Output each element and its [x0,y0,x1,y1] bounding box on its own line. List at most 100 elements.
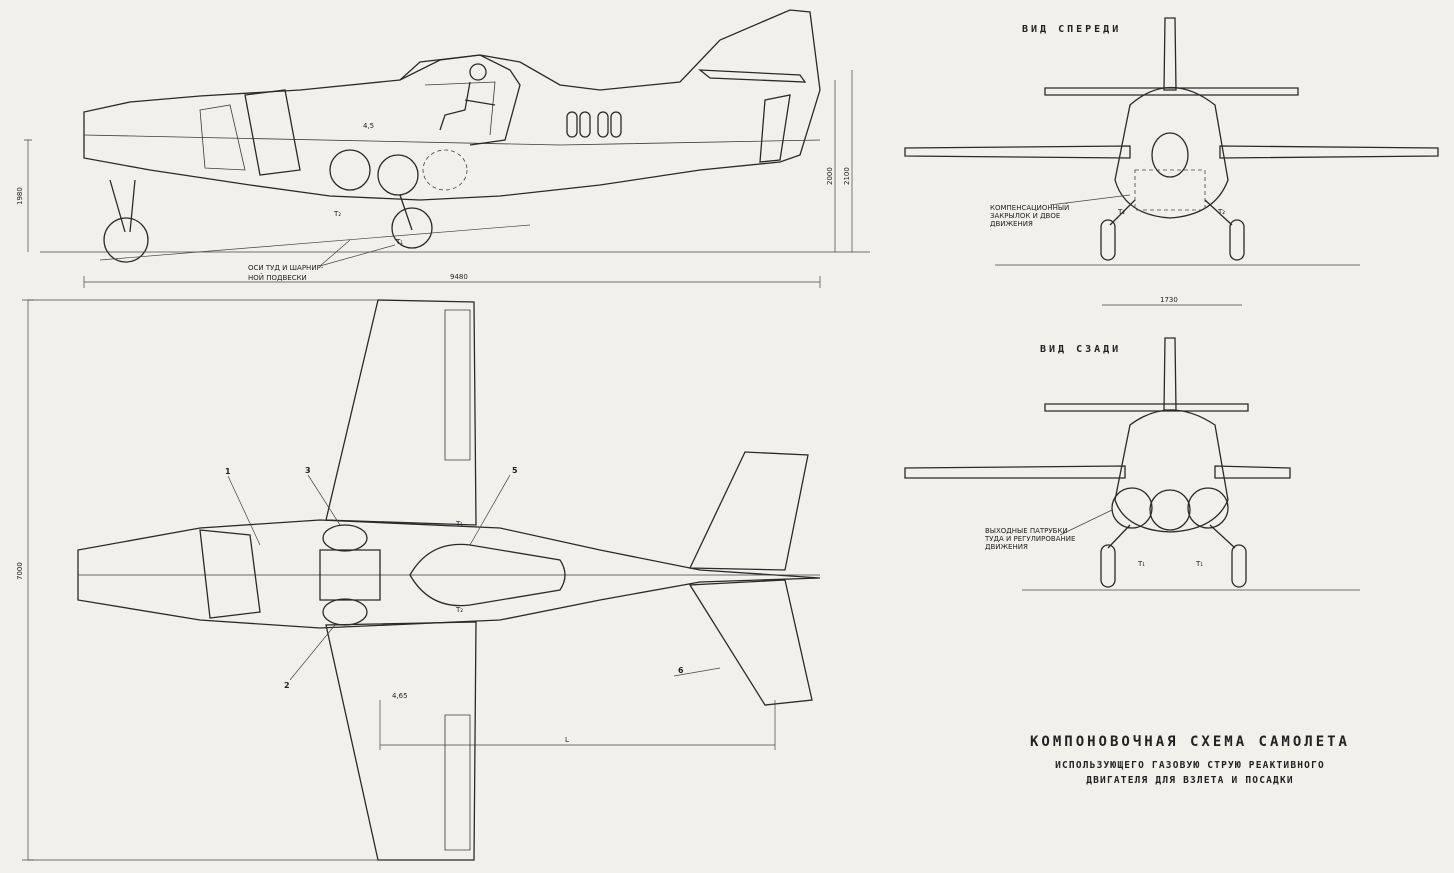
track-dimension-label: 1730 [1160,296,1178,304]
rear-marker-t1-left: T₁ [1137,560,1145,568]
front-intake [1151,132,1189,178]
side-nose-wheel [103,217,149,263]
side-canopy [399,54,521,146]
rear-callout-leader [1059,509,1113,536]
drawing-subtitle: ИСПОЛЬЗУЮЩЕГО ГАЗОВУЮ СТРУЮ РЕАКТИВНОГО … [1010,758,1370,788]
height-left-label: 1980 [16,187,24,205]
side-centerline [83,134,821,146]
side-fuselage-outline [83,9,821,201]
front-fuselage [1114,86,1229,219]
callout-2-leader [289,624,336,681]
front-note-line-1: КОМПЕНСАЦИОННЫЙ [990,203,1069,212]
drawing-title: КОМПОНОВОЧНАЯ СХЕМА САМОЛЕТА [1029,734,1350,750]
top-engine-core [319,549,381,601]
side-nozzle-3 [422,149,468,191]
front-horizontal-tail [1044,87,1299,96]
top-marker-t1: T₁ [455,520,463,528]
front-callout-leader [1049,194,1131,206]
rear-view-title: ВИД СЗАДИ [1040,344,1121,355]
front-internal-bay [1134,169,1206,211]
side-porthole-3 [597,111,609,138]
callout-5: 5 [512,466,518,475]
side-nose-gear [109,179,136,233]
rear-note-line-1: ВЫХОДНЫЕ ПАТРУБКИ [985,527,1068,535]
front-wing-left [904,145,1131,159]
side-engine-block [244,89,301,176]
top-aileron-lower [444,714,471,851]
side-porthole-1 [566,111,578,138]
front-note-line-2: ЗАКРЫЛОК И ДВОЕ [990,212,1060,220]
top-marker-t2: T₂ [455,606,463,614]
rear-wheel-right [1231,544,1247,588]
front-marker-t2-left: T₂ [1117,208,1125,216]
rear-nozzle-center [1149,489,1191,531]
pilot-head [469,63,487,81]
side-main-wheel [391,207,433,249]
side-note-line-2: НОЙ ПОДВЕСКИ [248,273,307,282]
callout-6: 6 [678,666,684,675]
rear-fuselage [1114,409,1229,533]
rear-wing-left [904,465,1126,479]
side-engine-intake [199,104,246,171]
top-aileron-upper [444,309,471,461]
side-nozzle-1 [329,149,371,191]
side-main-gear [399,194,413,231]
height-right-b-label: 2100 [843,167,851,185]
callout-6-leader [673,667,721,677]
length-dimension-line [83,276,821,288]
height-right-a-label: 2000 [826,167,834,185]
callout-1-leader [227,475,261,546]
callout-2: 2 [284,681,290,690]
rear-fin [1163,337,1177,411]
side-note-line-1: ОСИ ТУД И ШАРНИР- [248,264,324,272]
rear-horizontal-tail [1044,403,1249,412]
subtitle-line-2: ДВИГАТЕЛЯ ДЛЯ ВЗЛЕТА И ПОСАДКИ [1086,775,1294,786]
side-nozzle-2 [377,154,419,196]
rear-note-line-2: ТУДА И РЕГУЛИРОВАНИЕ [984,535,1075,543]
pilot-body [439,81,496,131]
front-wheel-right [1229,219,1245,261]
rear-wheel-left [1100,544,1116,588]
right-height-dimensions [834,70,853,252]
angle-label: 4,5 [363,122,374,130]
rear-nozzle-right [1187,487,1229,529]
span-extension-lines [28,299,378,861]
front-fin [1163,17,1177,91]
side-marker-t2: T₂ [333,210,341,218]
top-nozzle-upper [322,524,368,552]
top-hstab-lower [688,579,813,706]
callout-3: 3 [305,466,311,475]
wing-to-tail-label: L [565,736,569,744]
side-rudder [759,94,791,163]
callout-5-leader [469,474,511,546]
side-marker-t1: T₁ [395,238,403,246]
top-engine [199,529,261,619]
top-wing-upper [325,299,477,526]
top-canopy [409,543,566,607]
subtitle-line-1: ИСПОЛЬЗУЮЩЕГО ГАЗОВУЮ СТРУЮ РЕАКТИВНОГО [1055,760,1325,771]
top-fuselage-outline [77,519,821,629]
rear-wing-right [1214,465,1291,479]
side-ground-line [99,224,531,261]
side-cockpit-frame [424,81,496,136]
mid-dimension-label: 4,65 [392,692,408,700]
rear-nozzle-left [1111,487,1153,529]
front-wing-right [1219,145,1439,159]
side-callout-leader [319,239,396,267]
left-height-dimension [24,139,32,252]
callout-1: 1 [225,467,231,476]
top-wing-lower [325,621,477,861]
length-dimension-label: 9480 [450,273,468,281]
side-horizontal-tail [698,69,807,83]
front-marker-t2-right: T₂ [1217,208,1225,216]
front-wheel-left [1100,219,1116,261]
side-porthole-2 [579,111,591,138]
rear-gear-struts [1107,524,1236,549]
top-view: 7000 L 4,65 1 3 5 2 6 T₁ T₂ [16,299,821,861]
wing-to-tail-dimension [379,700,776,750]
rear-note-line-3: ДВИЖЕНИЯ [985,543,1028,551]
callout-3-leader [307,474,341,526]
front-view: ВИД СПЕРЕДИ КОМПЕНСАЦИОННЫЙ ЗАКРЫЛОК И Д… [904,17,1439,306]
side-porthole-4 [610,111,622,138]
